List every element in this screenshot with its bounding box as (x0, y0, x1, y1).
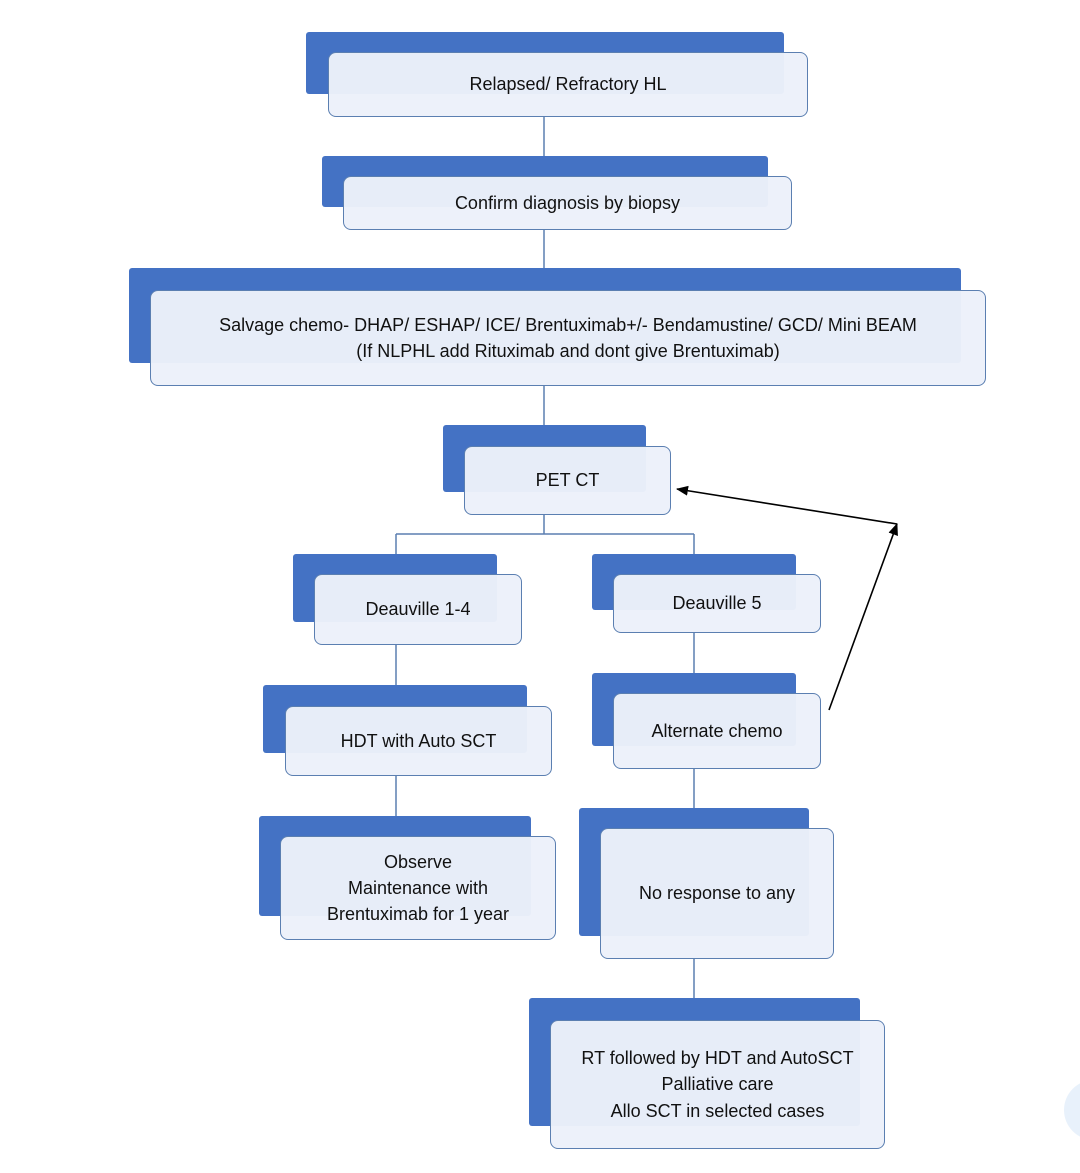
node-label-box: Observe Maintenance with Brentuximab for… (280, 836, 556, 940)
node-text: PET CT (535, 470, 600, 491)
feedback-arrow-up (828, 523, 898, 711)
node-label-box: Deauville 1-4 (314, 574, 522, 645)
node-label-box: PET CT (464, 446, 671, 515)
node-text: Confirm diagnosis by biopsy (454, 192, 681, 213)
node-text: Relapsed/ Refractory HL (469, 74, 667, 95)
node-label-box: No response to any (600, 828, 834, 959)
node-label-box: RT followed by HDT and AutoSCT Palliativ… (550, 1020, 885, 1149)
node-text: No response to any (638, 883, 796, 904)
node-text: RT followed by HDT and AutoSCT (581, 1048, 854, 1069)
node-label-box: Confirm diagnosis by biopsy (343, 176, 792, 230)
node-text: Allo SCT in selected cases (610, 1100, 825, 1121)
node-text: Deauville 5 (672, 593, 762, 614)
node-text: Salvage chemo- DHAP/ ESHAP/ ICE/ Brentux… (219, 314, 917, 335)
corner-decoration (1064, 1080, 1080, 1140)
feedback-arrow-to-petct (676, 485, 898, 525)
node-text: Palliative care (661, 1074, 774, 1095)
node-text: (If NLPHL add Rituximab and dont give Br… (356, 341, 780, 361)
node-label-box: Deauville 5 (613, 574, 821, 633)
node-label-box: HDT with Auto SCT (285, 706, 552, 776)
node-label-box: Relapsed/ Refractory HL (328, 52, 808, 117)
node-text: Observe (383, 851, 453, 872)
node-label-box: Salvage chemo- DHAP/ ESHAP/ ICE/ Brentux… (150, 290, 986, 386)
node-label-box: Alternate chemo (613, 693, 821, 769)
node-text: Alternate chemo (651, 720, 783, 741)
node-text: Maintenance with (347, 877, 489, 898)
node-text: Deauville 1-4 (365, 599, 471, 620)
node-text: HDT with Auto SCT (340, 730, 497, 751)
node-text: Brentuximab for 1 year (326, 904, 510, 925)
